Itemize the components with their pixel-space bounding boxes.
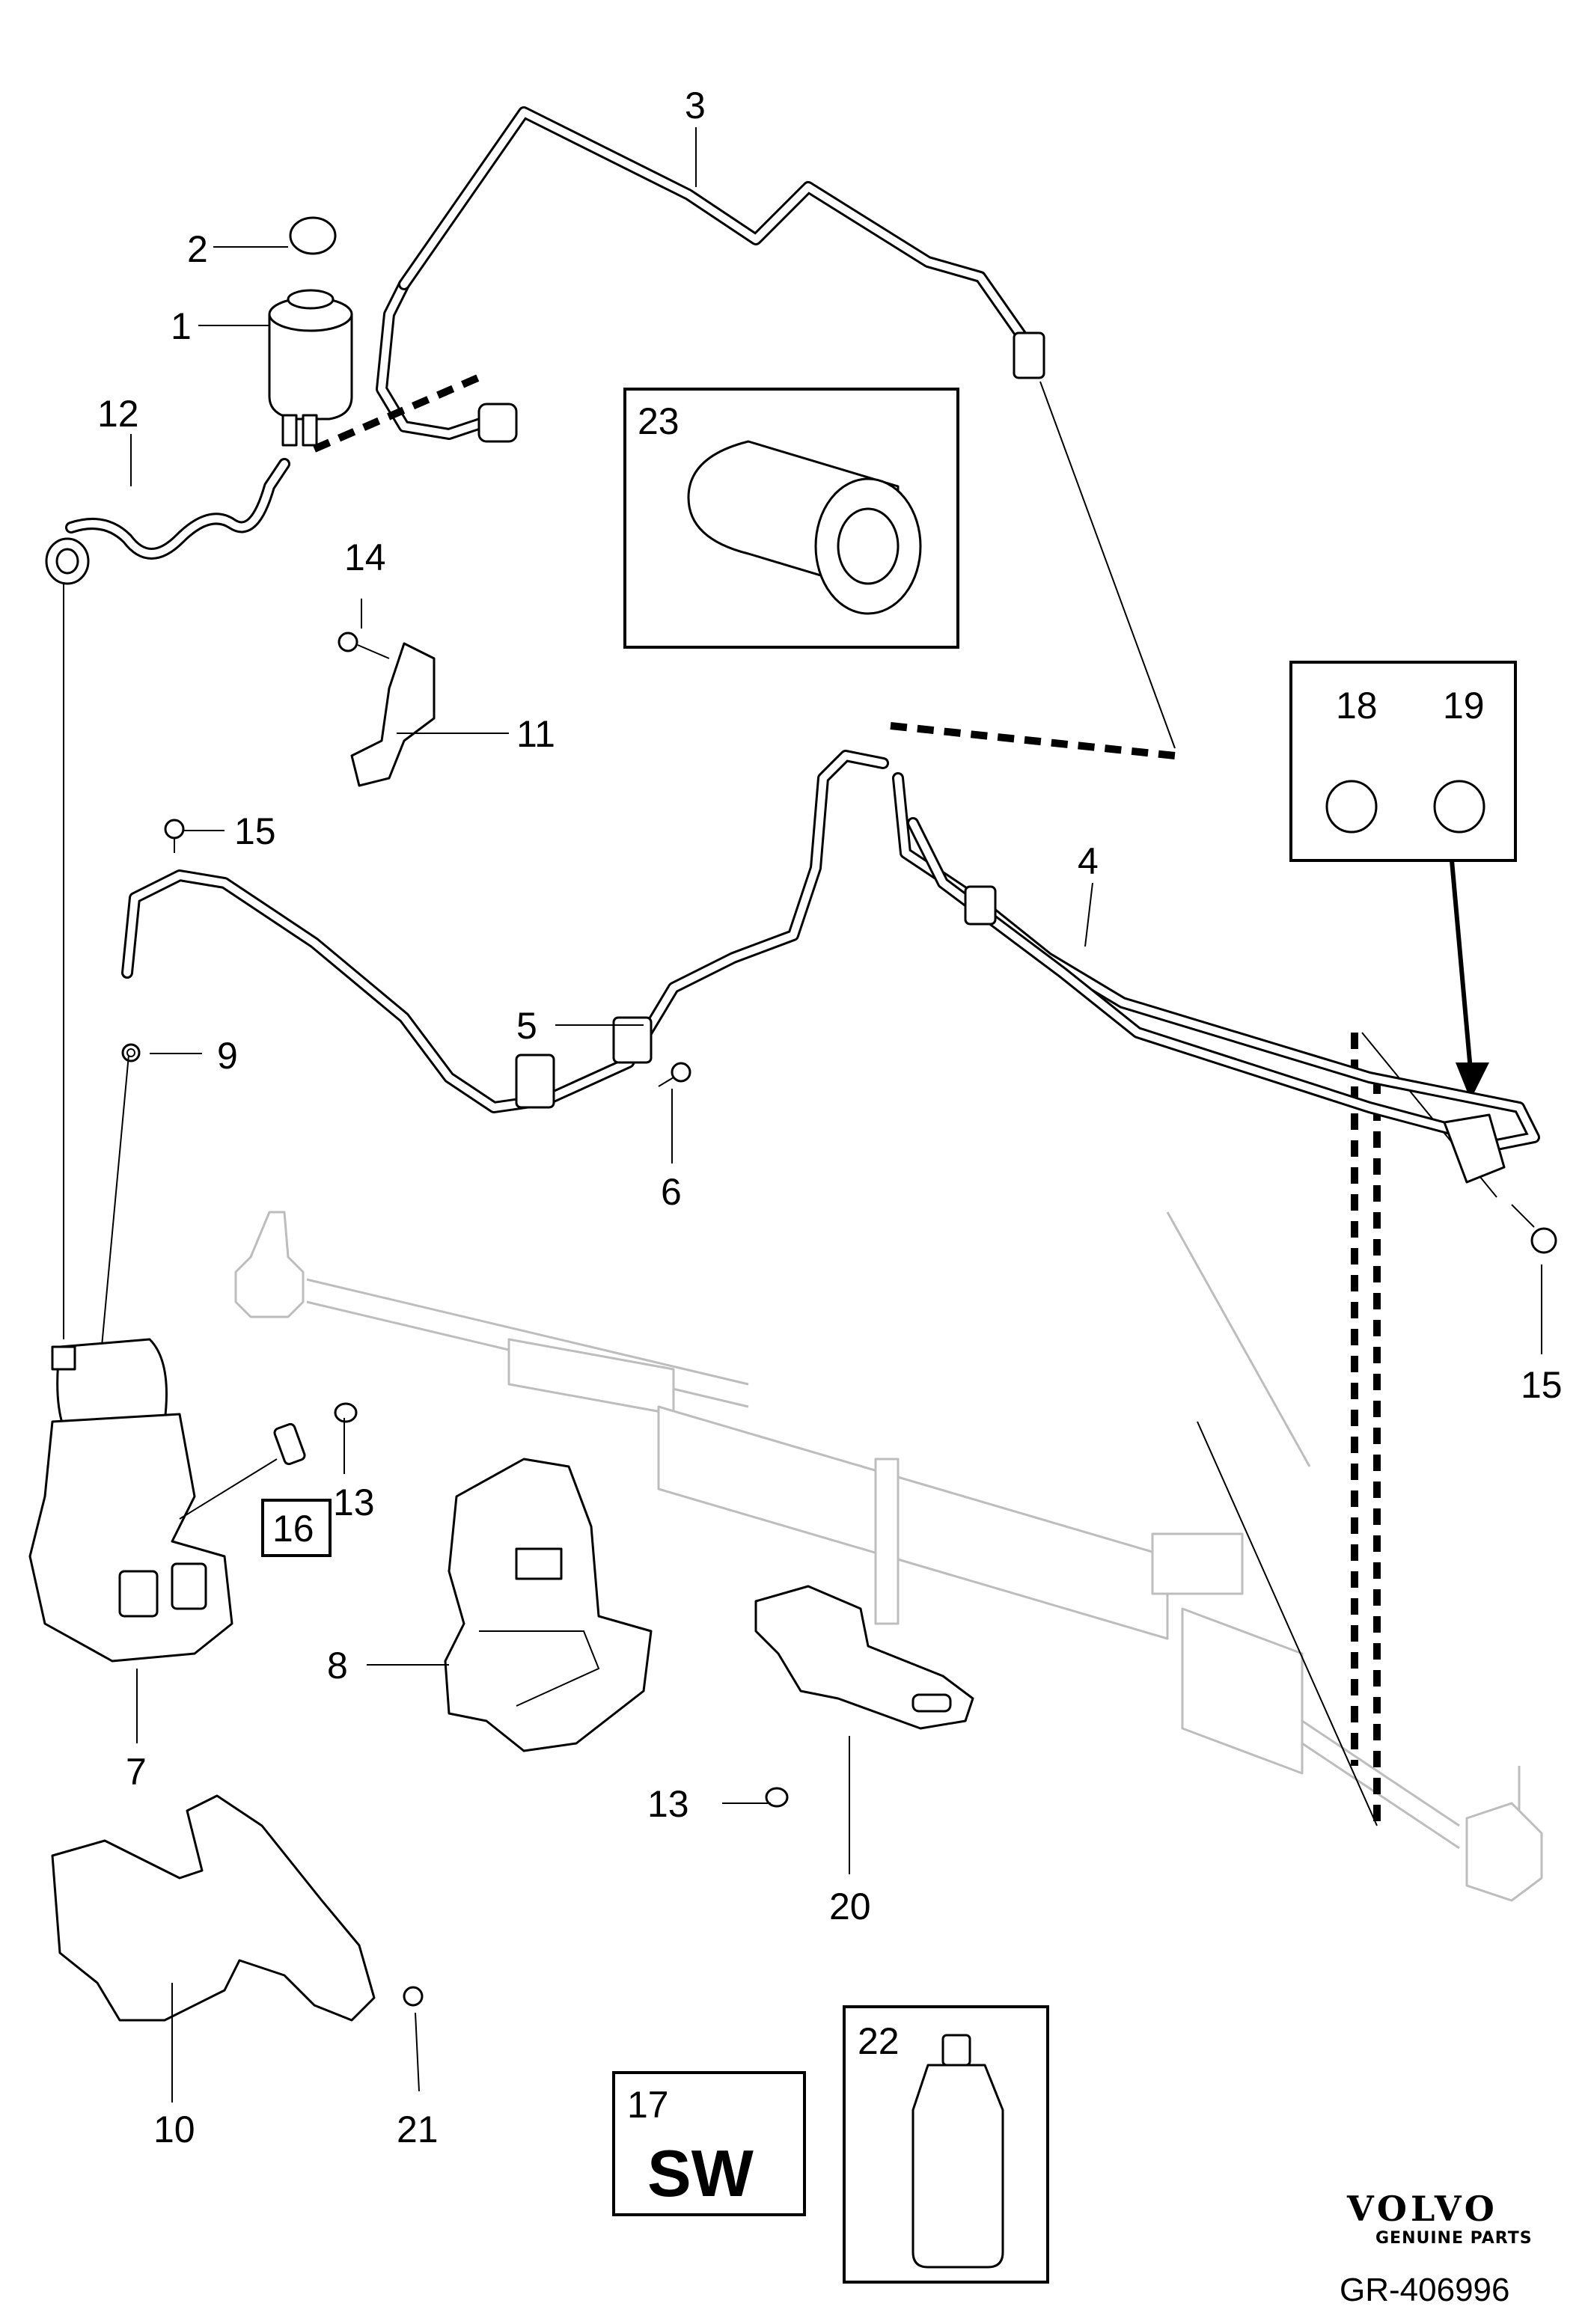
line-4 <box>121 750 1540 1184</box>
callout-6: 6 <box>661 1171 682 1213</box>
bracket-10 <box>51 1794 424 2022</box>
box-17-sw <box>612 2071 806 2216</box>
return-hose-12 <box>45 458 290 585</box>
callout-labels: 1 2 3 4 5 6 7 8 9 10 11 12 13 13 14 15 1… <box>97 85 1563 2150</box>
volvo-logo: VOLVO GENUINE PARTS <box>1346 2189 1533 2248</box>
leader-lines <box>130 127 1542 2103</box>
callout-5: 5 <box>516 1005 537 1047</box>
box-22 <box>843 2005 1049 2284</box>
callout-21: 21 <box>397 2109 439 2150</box>
reference-code: GR-406996 <box>1340 2272 1509 2308</box>
callout-16: 16 <box>272 1508 314 1550</box>
callout-7: 7 <box>126 1751 147 1793</box>
pressure-line-3 <box>313 106 1045 453</box>
callout-20: 20 <box>829 1886 871 1927</box>
callout-8: 8 <box>327 1645 348 1687</box>
callout-1: 1 <box>171 305 192 347</box>
fasteners <box>121 819 1557 1254</box>
logo-brand: VOLVO <box>1346 2189 1498 2229</box>
sw-label: SW <box>647 2136 754 2210</box>
steering-rack-ghost <box>234 1211 1543 1902</box>
callout-17: 17 <box>627 2084 669 2126</box>
callout-19: 19 <box>1443 685 1485 727</box>
callout-2: 2 <box>187 228 208 270</box>
callout-9: 9 <box>217 1035 238 1077</box>
callout-10: 10 <box>153 2109 195 2150</box>
reservoir-1 <box>268 216 353 447</box>
callout-13b: 13 <box>647 1783 689 1825</box>
callout-4: 4 <box>1078 840 1099 882</box>
pump-7 <box>28 584 233 1663</box>
box-18-19 <box>1289 661 1517 1100</box>
callout-15a: 15 <box>234 810 276 852</box>
sensor-13-16 <box>179 1402 358 1520</box>
callout-15b: 15 <box>1521 1364 1563 1406</box>
callout-22: 22 <box>858 2020 900 2062</box>
callout-23: 23 <box>638 400 680 442</box>
box-23 <box>623 388 959 649</box>
bracket-20 <box>754 1585 974 1808</box>
callout-3: 3 <box>685 85 706 126</box>
callout-11: 11 <box>516 713 555 755</box>
bracket-11 <box>338 632 436 787</box>
logo-tagline: GENUINE PARTS <box>1375 2229 1533 2248</box>
cover-8 <box>444 1458 653 1752</box>
callout-12: 12 <box>97 393 139 435</box>
callout-14: 14 <box>344 536 386 578</box>
callout-13a: 13 <box>333 1481 375 1523</box>
callout-18: 18 <box>1336 685 1378 727</box>
